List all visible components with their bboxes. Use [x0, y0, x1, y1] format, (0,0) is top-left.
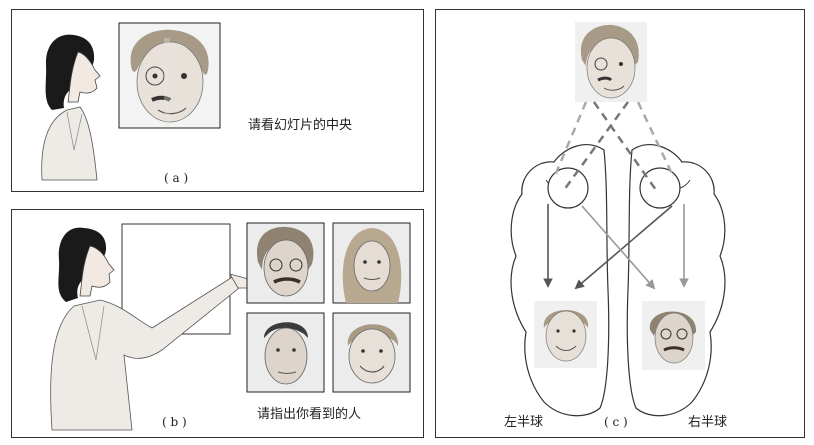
chimeric-face-stimulus: [575, 22, 647, 102]
dashed-projection-lines: [552, 101, 676, 191]
face-choice-woman-long-hair: [332, 222, 411, 304]
right-hemisphere-face-man: [642, 301, 705, 370]
face-choice-short-hair-man: [246, 312, 325, 393]
panel-a-art: [41, 22, 221, 181]
panel-b: ( b ) 请指出你看到的人: [11, 209, 424, 438]
right-visual-area-circle: [639, 167, 681, 209]
panel-c-art: [510, 22, 726, 417]
panel-b-instruction: 请指出你看到的人: [257, 407, 362, 422]
face-choice-man-glasses: [246, 222, 325, 304]
woman-pointing-illustration: [50, 227, 253, 431]
panel-c: 左半球 ( c ) 右半球: [435, 9, 805, 438]
blank-slide: [121, 223, 231, 335]
panel-a-caption: ( a ): [164, 171, 189, 185]
chimeric-face-photo: [118, 22, 221, 129]
left-hemisphere-label: 左半球: [504, 415, 544, 430]
arrow-left-to-right: [581, 205, 656, 290]
left-hemisphere-outline: [510, 144, 610, 417]
right-hemisphere-label: 右半球: [688, 415, 728, 430]
woman-profile-illustration: [41, 34, 101, 181]
left-visual-area-circle: [547, 167, 589, 209]
arrow-right-to-left: [574, 205, 673, 290]
face-choice-smiling-boy: [332, 312, 411, 393]
right-hemisphere-outline: [626, 144, 726, 417]
panel-b-caption: ( b ): [162, 415, 187, 429]
panel-b-art: [50, 222, 411, 431]
panel-a-instruction: 请看幻灯片的中央: [248, 118, 353, 133]
panel-a: 请看幻灯片的中央 ( a ): [11, 9, 424, 192]
projection-arrows: [543, 204, 689, 290]
brain-outline: [510, 144, 726, 417]
panel-c-caption: ( c ): [604, 415, 628, 429]
left-hemisphere-face-boy: [534, 301, 597, 368]
